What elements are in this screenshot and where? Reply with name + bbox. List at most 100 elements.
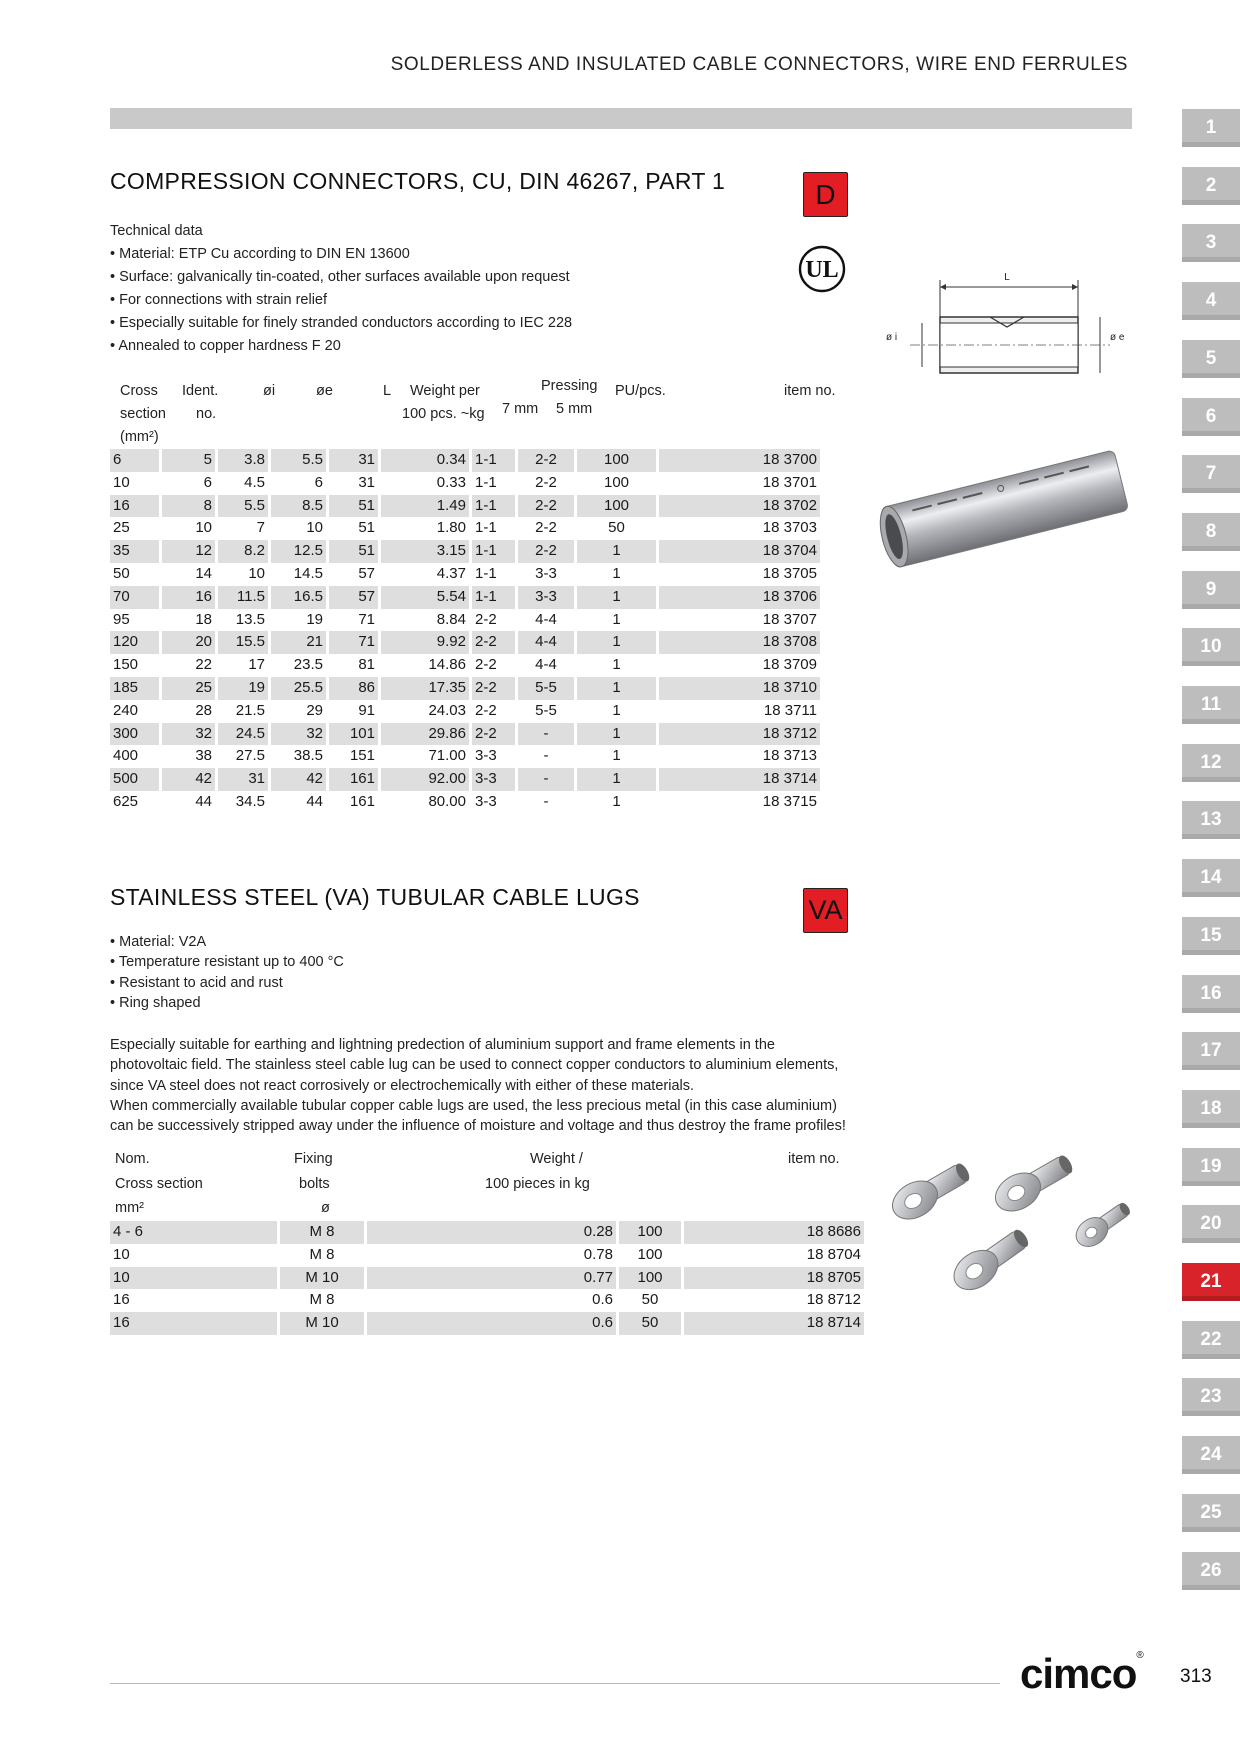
lug-description: Especially suitable for earthing and lig… [110, 1035, 870, 1136]
chapter-tab-8[interactable]: 8 [1182, 512, 1240, 551]
cell-inner-diameter: 17 [248, 656, 265, 674]
cell-length: 51 [358, 519, 375, 537]
cell-cross-section: 300 [110, 722, 159, 746]
cell-item-no: 18 3715 [762, 792, 817, 810]
cell-pressing-7mm: 2-2 [475, 656, 497, 674]
cell-weight: 0.6 [592, 1291, 613, 1309]
chapter-tab-4[interactable]: 4 [1182, 282, 1240, 321]
cell-cross-section: 240 [113, 701, 139, 719]
chapter-tab-15[interactable]: 15 [1182, 916, 1240, 955]
cell-weight: 92.00 [381, 768, 469, 791]
chapter-tab-13[interactable]: 13 [1182, 801, 1240, 840]
cell-pressing-5mm: - [518, 722, 574, 746]
cell-pressing-5mm: 3-3 [518, 585, 574, 609]
chapter-tab-18[interactable]: 18 [1182, 1089, 1240, 1128]
cell-inner-diameter: 34.5 [235, 792, 265, 810]
cell-inner-diameter: 31 [218, 768, 268, 791]
cell-pressing-7mm: 1-1 [475, 519, 497, 537]
cell-pu: 1 [577, 722, 656, 746]
cell-inner-diameter: 19 [218, 676, 268, 700]
col-header-mm2: (mm²) [120, 429, 159, 445]
chapter-tab-26[interactable]: 26 [1182, 1551, 1240, 1590]
cell-pressing-5mm: 2-2 [518, 449, 574, 472]
cell-pu: 1 [612, 701, 621, 719]
cell-cross-section: 25 [113, 519, 130, 537]
lug-description-line: When commercially available tubular copp… [110, 1097, 837, 1114]
chapter-tab-5[interactable]: 5 [1182, 339, 1240, 378]
cell-item-no: 18 3711 [763, 701, 817, 719]
cell-weight: 1.80 [436, 519, 466, 537]
chapter-tab-23[interactable]: 23 [1182, 1378, 1240, 1417]
chapter-tab-2[interactable]: 2 [1182, 166, 1240, 205]
chapter-tab-6[interactable]: 6 [1182, 397, 1240, 436]
cell-weight: 5.54 [381, 585, 469, 609]
cell-outer-diameter: 5.5 [271, 449, 326, 472]
cell-pressing-7mm: 1-1 [472, 540, 515, 563]
cell-outer-diameter: 44 [306, 792, 323, 810]
cell-ident-no: 44 [195, 792, 212, 810]
cell-ident-no: 32 [162, 722, 215, 746]
cell-pressing-5mm: - [543, 747, 549, 765]
cable-lugs-image [892, 1155, 1130, 1291]
col-header-ident: Ident. [182, 383, 219, 399]
cell-ident-no: 25 [162, 676, 215, 700]
cell-pressing-7mm: 2-2 [475, 701, 497, 719]
cell-pressing-7mm: 2-2 [472, 676, 515, 700]
col-header-weight-unit: 100 pcs. ~kg [402, 406, 485, 422]
chapter-tab-22[interactable]: 22 [1182, 1320, 1240, 1359]
chapter-tab-10[interactable]: 10 [1182, 628, 1240, 667]
cell-pressing-5mm: 5-5 [535, 701, 557, 719]
cell-item-no: 18 3707 [762, 610, 817, 628]
col-header-bolt-dia: ø [321, 1200, 330, 1216]
lug-bullet: Ring shaped [110, 993, 344, 1013]
chapter-tab-16[interactable]: 16 [1182, 974, 1240, 1013]
cell-weight: 71.00 [428, 747, 466, 765]
cell-inner-diameter: 13.5 [235, 610, 265, 628]
cell-item-no: 18 3705 [762, 564, 817, 582]
chapter-tab-1[interactable]: 1 [1182, 109, 1240, 147]
chapter-tab-9[interactable]: 9 [1182, 570, 1240, 609]
cell-pressing-5mm: 4-4 [535, 656, 557, 674]
cell-ident-no: 20 [162, 631, 215, 655]
chapter-tab-24[interactable]: 24 [1182, 1436, 1240, 1475]
cell-weight: 4.37 [436, 564, 466, 582]
col-header-weight2-unit: 100 pieces in kg [485, 1176, 590, 1192]
chapter-tab-21[interactable]: 21 [1182, 1263, 1240, 1301]
cell-length: 31 [329, 449, 378, 472]
col-header-nom: Nom. [115, 1151, 150, 1167]
chapter-tab-17[interactable]: 17 [1182, 1032, 1240, 1071]
lug-description-line: can be successively stripped away under … [110, 1118, 846, 1135]
cell-ident-no: 38 [195, 747, 212, 765]
cell-length: 57 [358, 564, 375, 582]
chapter-tab-20[interactable]: 20 [1182, 1205, 1240, 1244]
cell-ident-no: 12 [162, 540, 215, 563]
cell-pu: 1 [612, 656, 621, 674]
cell-item-no: 18 8705 [684, 1266, 864, 1290]
chapter-tab-19[interactable]: 19 [1182, 1147, 1240, 1186]
tech-data-label: Technical data [110, 223, 203, 239]
chapter-tab-3[interactable]: 3 [1182, 224, 1240, 263]
cell-pressing-5mm: - [518, 768, 574, 791]
col-header-cross: Cross [120, 383, 158, 399]
chapter-tab-11[interactable]: 11 [1182, 686, 1240, 724]
cell-ident-no: 42 [162, 768, 215, 791]
chapter-tab-14[interactable]: 14 [1182, 859, 1240, 898]
cell-outer-diameter: 21 [271, 631, 326, 655]
cell-cross-section: 185 [110, 676, 159, 700]
cell-weight: 8.84 [436, 610, 466, 628]
cell-weight: 0.77 [367, 1266, 616, 1290]
chapter-tab-12[interactable]: 12 [1182, 743, 1240, 782]
tech-bullet: Especially suitable for finely stranded … [110, 312, 572, 335]
chapter-tab-7[interactable]: 7 [1182, 455, 1240, 494]
chapter-tab-25[interactable]: 25 [1182, 1493, 1240, 1532]
brand-logo: cimco® [1020, 1650, 1144, 1698]
page-number: 313 [1180, 1666, 1212, 1687]
lug-bullet: Resistant to acid and rust [110, 973, 344, 993]
cell-outer-diameter: 14.5 [293, 564, 323, 582]
cell-length: 101 [329, 722, 378, 746]
